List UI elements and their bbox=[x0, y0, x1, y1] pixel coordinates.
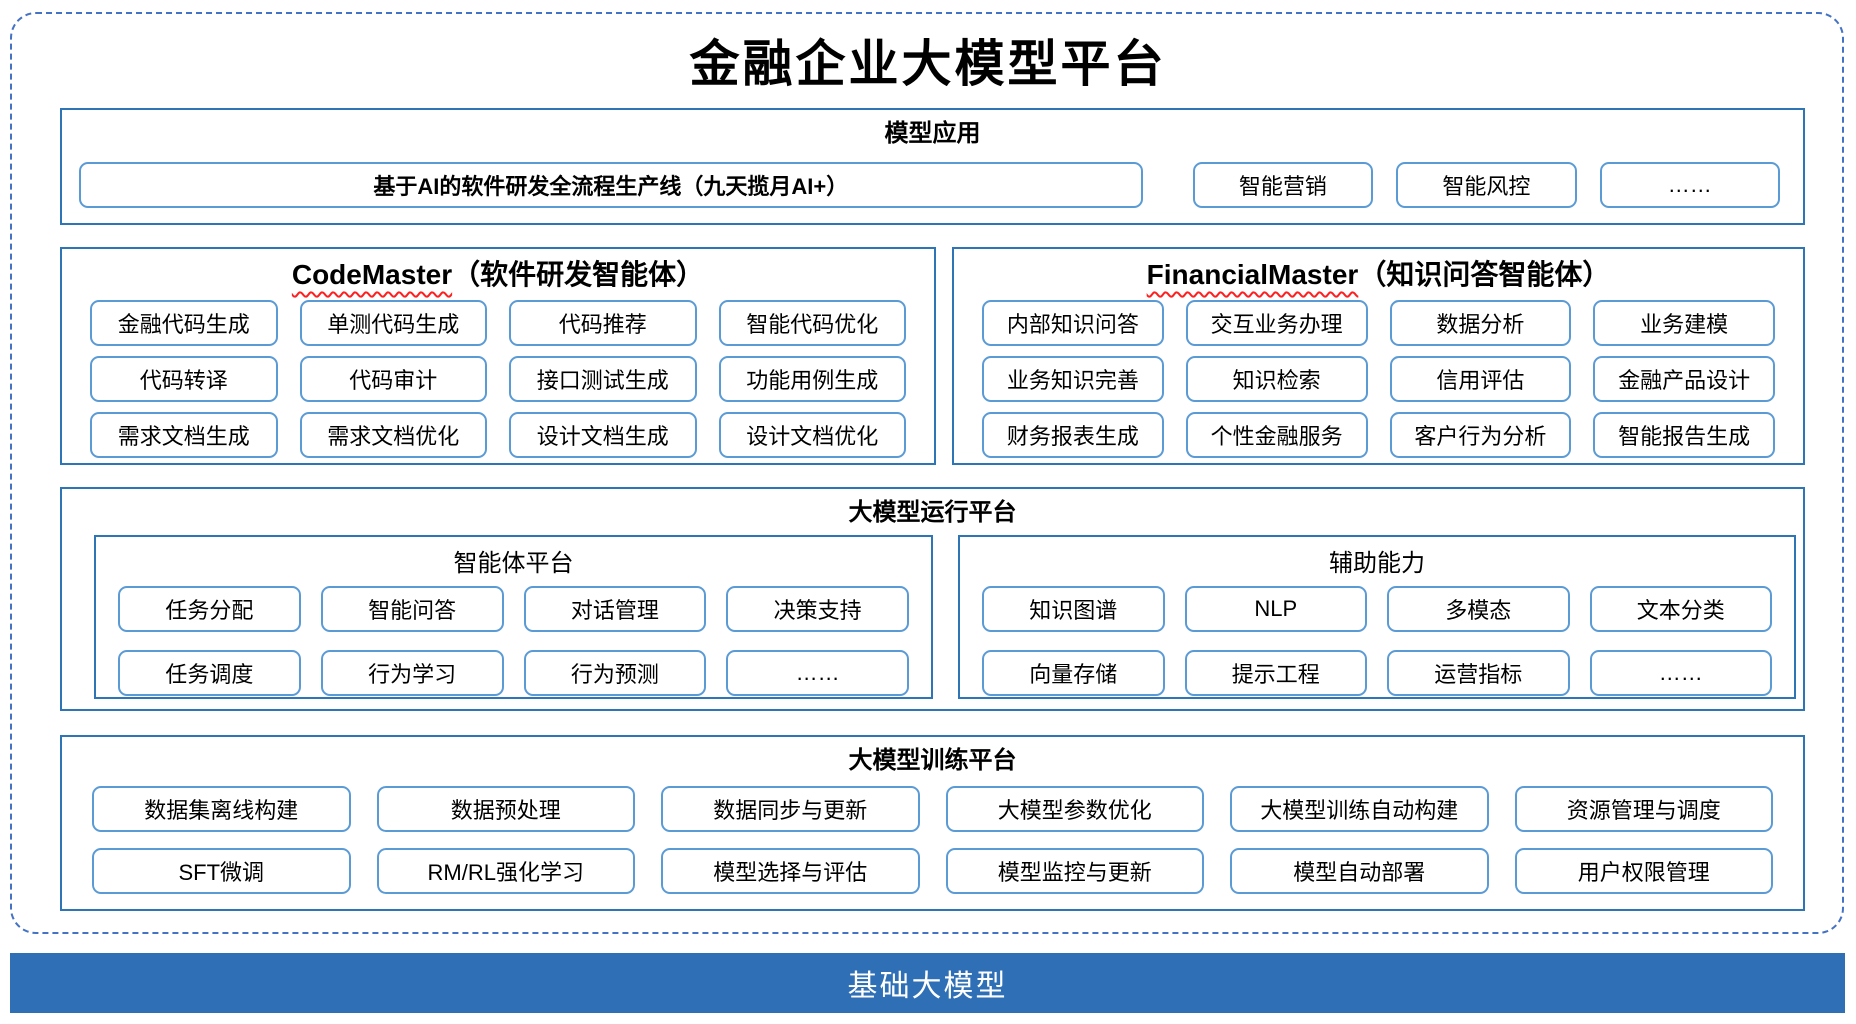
financial-master-item: 客户行为分析 bbox=[1389, 412, 1572, 458]
training-item: RM/RL强化学习 bbox=[376, 847, 635, 894]
training-item: 资源管理与调度 bbox=[1514, 785, 1773, 832]
agent-platform-item: 任务调度 bbox=[118, 650, 301, 696]
code-master-item: 单测代码生成 bbox=[299, 300, 487, 346]
training-item: 数据集离线构建 bbox=[92, 785, 351, 832]
training-grid: 数据集离线构建 数据预处理 数据同步与更新 大模型参数优化 大模型训练自动构建 … bbox=[62, 776, 1803, 894]
financial-master-name: FinancialMaster bbox=[1146, 259, 1359, 290]
aux-capability-item: 多模态 bbox=[1387, 586, 1570, 632]
training-item: 大模型参数优化 bbox=[945, 785, 1204, 832]
agent-platform-grid: 任务分配 智能问答 对话管理 决策支持 任务调度 行为学习 行为预测 …… bbox=[96, 578, 931, 696]
code-master-suffix: （软件研发智能体） bbox=[452, 259, 705, 290]
financial-master-item: 智能报告生成 bbox=[1593, 412, 1775, 458]
code-master-item: 设计文档优化 bbox=[718, 412, 906, 458]
aux-capability-item-ellipsis: …… bbox=[1589, 650, 1772, 696]
section-header-model-applications: 模型应用 bbox=[884, 120, 981, 147]
code-master-item: 需求文档优化 bbox=[299, 412, 487, 458]
financial-master-item: 个性金融服务 bbox=[1185, 412, 1368, 458]
training-item: 数据同步与更新 bbox=[661, 785, 920, 832]
financial-master-item: 交互业务办理 bbox=[1185, 300, 1368, 346]
aux-capability-item: 知识图谱 bbox=[982, 586, 1165, 632]
agent-platform-item: 行为预测 bbox=[523, 650, 707, 696]
financial-master-item: 金融产品设计 bbox=[1593, 356, 1775, 402]
section-financial-master: FinancialMaster（知识问答智能体） 内部知识问答 交互业务办理 数… bbox=[952, 247, 1805, 465]
section-code-master: CodeMaster（软件研发智能体） 金融代码生成 单测代码生成 代码推荐 智… bbox=[60, 247, 936, 465]
section-training-platform: 大模型训练平台 数据集离线构建 数据预处理 数据同步与更新 大模型参数优化 大模… bbox=[60, 735, 1805, 911]
aux-capability-item: 文本分类 bbox=[1589, 586, 1772, 632]
app-item: 智能风控 bbox=[1396, 161, 1577, 208]
subsection-agent-platform: 智能体平台 任务分配 智能问答 对话管理 决策支持 任务调度 行为学习 行为预测… bbox=[94, 535, 933, 699]
app-item-ellipsis: …… bbox=[1599, 161, 1780, 208]
aux-capability-item: NLP bbox=[1184, 586, 1367, 632]
code-master-item: 代码审计 bbox=[299, 356, 487, 402]
model-applications-row: 基于AI的软件研发全流程生产线（九天揽月AI+） 智能营销 智能风控 …… bbox=[62, 149, 1803, 208]
financial-master-item: 数据分析 bbox=[1389, 300, 1572, 346]
code-master-name: CodeMaster bbox=[291, 259, 453, 290]
agent-platform-item: 对话管理 bbox=[523, 586, 707, 632]
code-master-item: 设计文档生成 bbox=[509, 412, 697, 458]
code-master-item: 需求文档生成 bbox=[90, 412, 278, 458]
financial-master-item: 知识检索 bbox=[1185, 356, 1368, 402]
app-item: 智能营销 bbox=[1192, 161, 1374, 208]
section-runtime-platform: 大模型运行平台 智能体平台 任务分配 智能问答 对话管理 决策支持 任务调度 行… bbox=[60, 487, 1805, 711]
agent-platform-item: 任务分配 bbox=[118, 586, 301, 632]
training-item: 大模型训练自动构建 bbox=[1230, 785, 1489, 832]
aux-capability-grid: 知识图谱 NLP 多模态 文本分类 向量存储 提示工程 运营指标 …… bbox=[960, 578, 1794, 696]
code-master-title: CodeMaster（软件研发智能体） bbox=[62, 249, 934, 292]
app-item-ai-pipeline: 基于AI的软件研发全流程生产线（九天揽月AI+） bbox=[79, 161, 1143, 208]
foundation-model-label: 基础大模型 bbox=[847, 970, 1008, 1003]
financial-master-item: 财务报表生成 bbox=[982, 412, 1164, 458]
financial-master-title: FinancialMaster（知识问答智能体） bbox=[954, 249, 1803, 292]
training-item: SFT微调 bbox=[92, 847, 351, 894]
training-item: 模型监控与更新 bbox=[945, 847, 1204, 894]
aux-capability-item: 向量存储 bbox=[982, 650, 1165, 696]
code-master-item: 金融代码生成 bbox=[90, 300, 278, 346]
code-master-item: 接口测试生成 bbox=[509, 356, 697, 402]
agent-platform-title: 智能体平台 bbox=[453, 550, 574, 577]
foundation-model-bar: 基础大模型 bbox=[10, 953, 1845, 1013]
agent-platform-item: 行为学习 bbox=[320, 650, 504, 696]
subsection-aux-capability: 辅助能力 知识图谱 NLP 多模态 文本分类 向量存储 提示工程 运营指标 …… bbox=[958, 535, 1796, 699]
financial-master-item: 业务知识完善 bbox=[982, 356, 1164, 402]
code-master-item: 代码推荐 bbox=[509, 300, 697, 346]
training-item: 模型自动部署 bbox=[1230, 847, 1489, 894]
code-master-item: 智能代码优化 bbox=[718, 300, 906, 346]
agent-platform-item-ellipsis: …… bbox=[726, 650, 909, 696]
financial-master-suffix: （知识问答智能体） bbox=[1358, 259, 1611, 290]
financial-master-item: 信用评估 bbox=[1389, 356, 1572, 402]
training-item: 数据预处理 bbox=[376, 785, 635, 832]
page-title: 金融企业大模型平台 bbox=[689, 34, 1167, 93]
aux-capability-item: 提示工程 bbox=[1184, 650, 1367, 696]
code-master-item: 功能用例生成 bbox=[718, 356, 906, 402]
agent-platform-item: 智能问答 bbox=[320, 586, 504, 632]
financial-master-item: 内部知识问答 bbox=[982, 300, 1164, 346]
section-header-runtime-platform: 大模型运行平台 bbox=[848, 499, 1017, 526]
aux-capability-item: 运营指标 bbox=[1387, 650, 1570, 696]
agent-platform-item: 决策支持 bbox=[726, 586, 909, 632]
section-model-applications: 模型应用 基于AI的软件研发全流程生产线（九天揽月AI+） 智能营销 智能风控 … bbox=[60, 108, 1805, 225]
financial-master-item: 业务建模 bbox=[1593, 300, 1775, 346]
financial-master-grid: 内部知识问答 交互业务办理 数据分析 业务建模 业务知识完善 知识检索 信用评估… bbox=[954, 292, 1803, 458]
code-master-item: 代码转译 bbox=[90, 356, 278, 402]
section-header-training-platform: 大模型训练平台 bbox=[848, 747, 1017, 774]
code-master-grid: 金融代码生成 单测代码生成 代码推荐 智能代码优化 代码转译 代码审计 接口测试… bbox=[62, 292, 934, 458]
training-item: 模型选择与评估 bbox=[661, 847, 920, 894]
training-item: 用户权限管理 bbox=[1514, 847, 1773, 894]
aux-capability-title: 辅助能力 bbox=[1329, 550, 1425, 577]
